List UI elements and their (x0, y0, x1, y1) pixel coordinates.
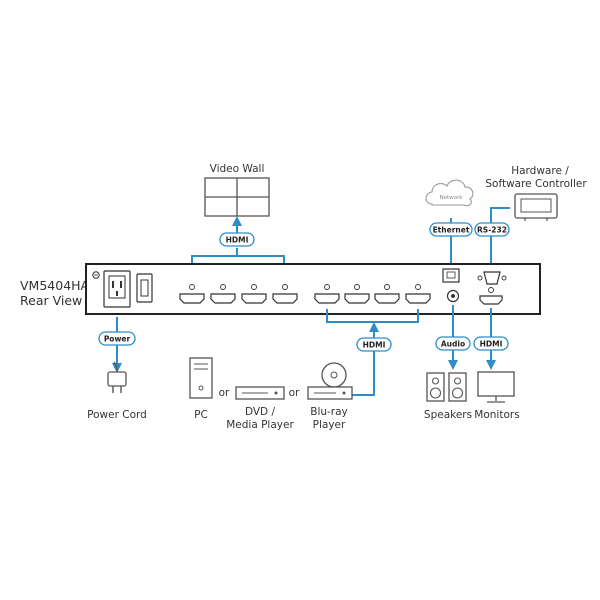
controller-icon (514, 193, 558, 221)
pc-label: PC (194, 409, 208, 421)
audio-port (446, 289, 460, 303)
rs232-tag: RS-232 (474, 222, 510, 237)
video-wall-label: Video Wall (210, 163, 265, 175)
ground-screw-icon (92, 271, 100, 279)
svg-text:HDMI: HDMI (226, 236, 249, 245)
hdmi-output-tag: HDMI (219, 232, 255, 247)
svg-text:HDMI: HDMI (363, 341, 386, 350)
hdmi-input-port-1 (314, 284, 340, 304)
rs232-port (477, 271, 507, 285)
svg-text:HDMI: HDMI (480, 340, 503, 349)
ethernet-port (442, 268, 460, 283)
network-cloud-icon (425, 179, 474, 207)
hdmi-input-tag: HDMI (356, 337, 392, 352)
video-wall-icon (204, 177, 270, 217)
hdmi-input-port-2 (344, 284, 370, 304)
monitor-icon (477, 371, 515, 403)
hdmi-monitor-tag: HDMI (473, 336, 509, 351)
controller-label-line2: Software Controller (485, 178, 587, 190)
dvd-player-icon (235, 386, 285, 400)
audio-tag: Audio (435, 336, 471, 351)
power-cord-icon (107, 361, 127, 393)
hdmi-output-port-4 (272, 284, 298, 304)
device-model-label: VM5404HA (20, 278, 90, 293)
controller-label-line1: Hardware / (511, 165, 569, 177)
ethernet-tag: Ethernet (429, 222, 473, 237)
pc-icon (189, 357, 213, 399)
svg-text:Audio: Audio (441, 340, 465, 349)
power-switch (136, 273, 153, 303)
power-socket (103, 270, 131, 308)
svg-text:Power: Power (104, 335, 131, 344)
or-separator-1: or (219, 387, 230, 399)
hdmi-output-port-2 (210, 284, 236, 304)
speakers-label: Speakers (424, 409, 472, 421)
dvd-label-line1: DVD / (245, 406, 276, 418)
or-separator-2: or (289, 387, 300, 399)
svg-text:Ethernet: Ethernet (433, 226, 470, 235)
bluray-player-icon (307, 362, 353, 400)
hdmi-input-port-3 (374, 284, 400, 304)
speakers-icon (426, 372, 467, 402)
network-label: Network (440, 195, 464, 201)
svg-text:RS-232: RS-232 (477, 226, 507, 235)
rs232-connection (490, 207, 510, 271)
rear-panel (85, 263, 541, 315)
power-tag: Power (98, 331, 136, 346)
monitors-label: Monitors (474, 409, 519, 421)
power-cord-label: Power Cord (87, 409, 147, 421)
bluray-label-line2: Player (313, 419, 346, 431)
device-view-label: Rear View (20, 293, 82, 308)
hdmi-monitor-port (479, 287, 503, 305)
dvd-label-line2: Media Player (226, 419, 294, 431)
hdmi-input-port-4 (405, 284, 431, 304)
bluray-label-line1: Blu-ray (310, 406, 348, 418)
hdmi-output-port-3 (241, 284, 267, 304)
hdmi-output-port-1 (179, 284, 205, 304)
